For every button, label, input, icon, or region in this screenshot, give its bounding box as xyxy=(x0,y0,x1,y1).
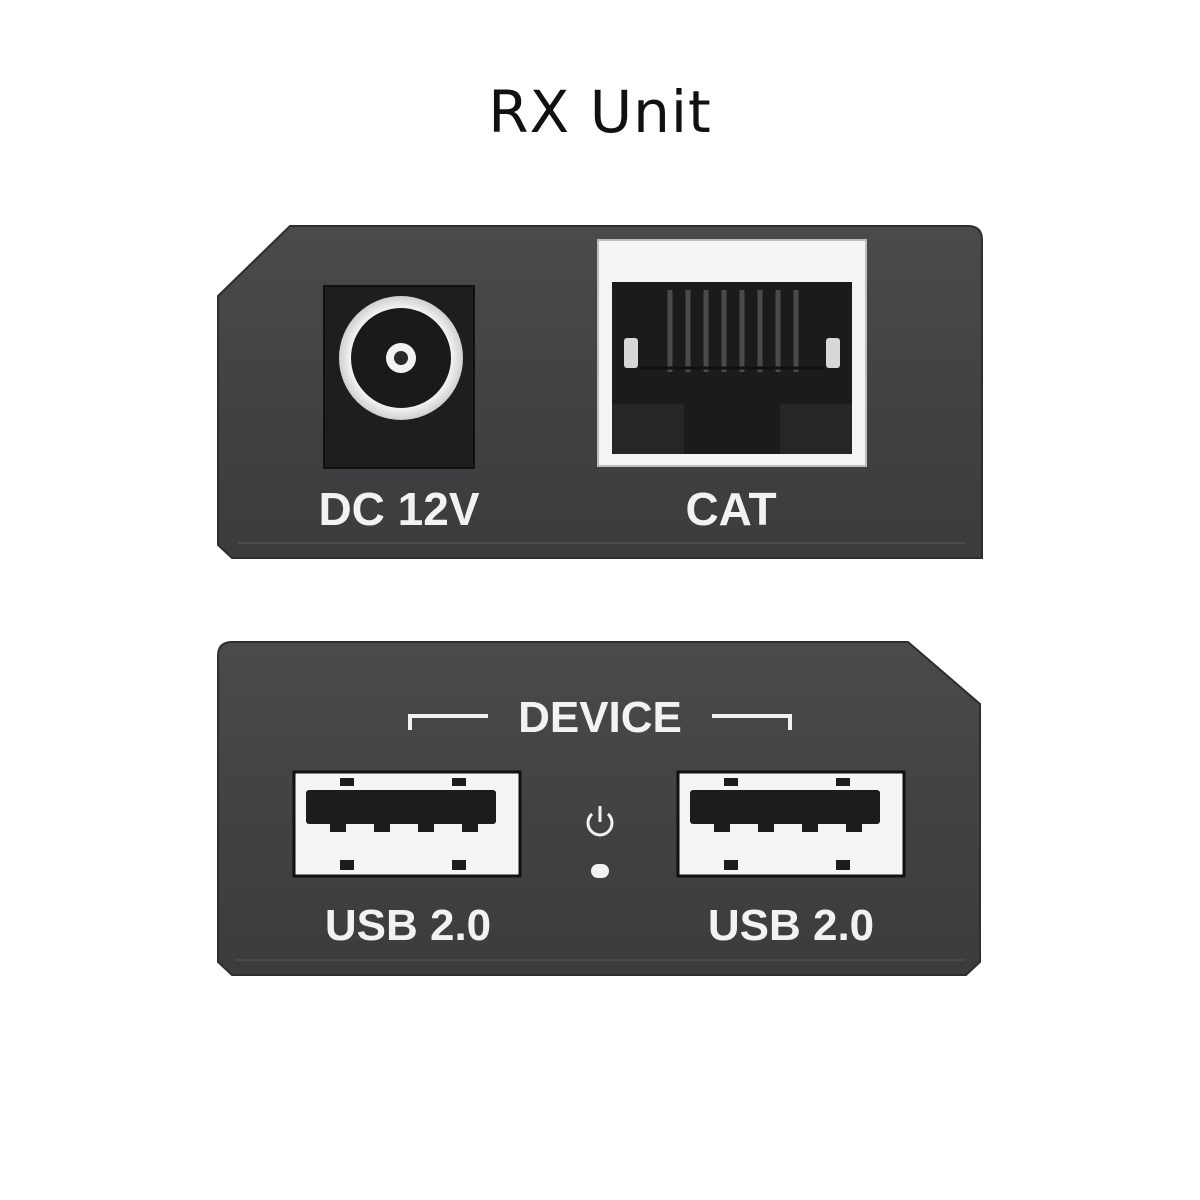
power-led xyxy=(591,864,609,878)
power-icon xyxy=(586,806,614,837)
dc-power-jack[interactable] xyxy=(323,285,475,469)
usb-port-left[interactable] xyxy=(292,770,522,878)
device-group-bracket xyxy=(408,714,792,730)
cat-label: CAT xyxy=(685,483,776,535)
dc-power-label: DC 12V xyxy=(318,483,479,535)
cat-ethernet-port[interactable] xyxy=(597,239,867,467)
usb-left-label: USB 2.0 xyxy=(325,901,491,950)
device-group-label: DEVICE xyxy=(518,693,682,742)
bottom-panel: DEVICE USB 2.0 xyxy=(217,641,981,976)
usb-right-label: USB 2.0 xyxy=(708,901,874,950)
usb-port-right[interactable] xyxy=(676,770,906,878)
top-panel: DC 12V CAT xyxy=(217,225,983,559)
page-title: RX Unit xyxy=(488,78,712,146)
